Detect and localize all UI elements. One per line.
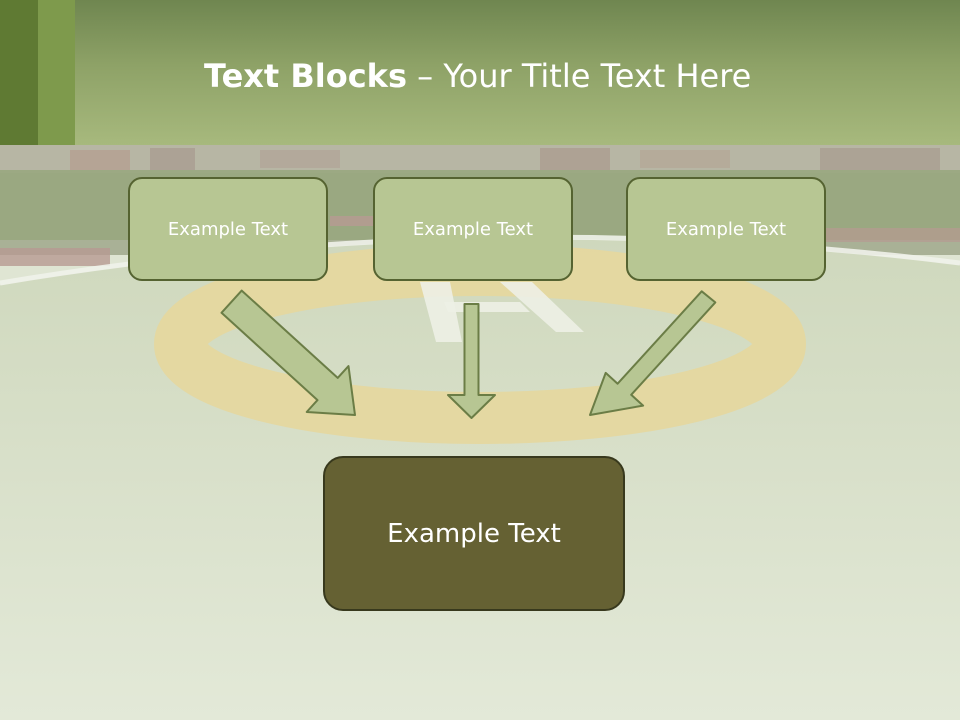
title-bold-part: Text Blocks [204, 57, 407, 95]
title-rest: Your Title Text Here [443, 57, 752, 95]
text-block-3[interactable]: Example Text [626, 177, 826, 281]
arrow-center-down [447, 303, 496, 419]
slide-title: Text Blocks – Your Title Text Here [204, 54, 751, 98]
arrow-right-diagonal [589, 290, 717, 416]
text-block-main[interactable]: Example Text [323, 456, 625, 611]
banner-accent-dark [0, 0, 38, 145]
text-block-2[interactable]: Example Text [373, 177, 573, 281]
title-separator: – [407, 57, 444, 95]
text-block-1[interactable]: Example Text [128, 177, 328, 281]
title-banner [0, 0, 960, 145]
banner-accent-light [38, 0, 75, 145]
arrow-left-diagonal [220, 289, 356, 416]
